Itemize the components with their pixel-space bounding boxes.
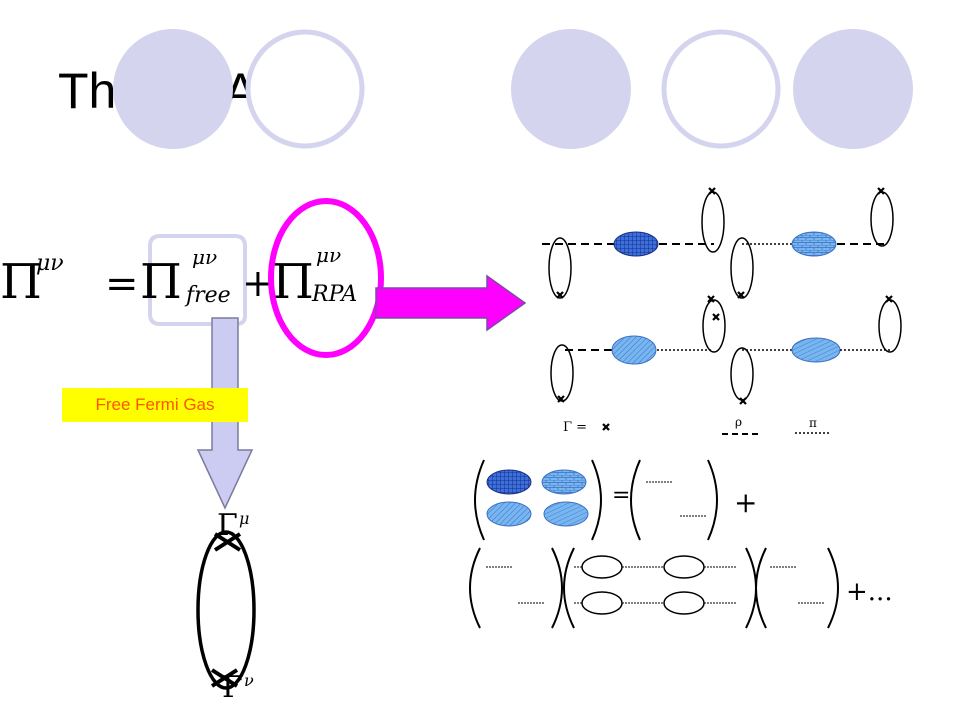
x-marker-icon xyxy=(877,187,885,195)
rhs1-right-paren xyxy=(707,459,718,541)
x-marker-icon xyxy=(556,291,564,299)
rpa-subscript: RPA xyxy=(311,282,357,307)
lhs-superscript: μν xyxy=(36,251,64,276)
rhs4-right-paren xyxy=(827,547,839,629)
free-gas-loop: Γ μ Γ ν xyxy=(196,508,256,705)
bubble-2b xyxy=(702,299,726,353)
blob-rho-pi-1 xyxy=(791,231,837,257)
rhs3-bubble-3 xyxy=(581,591,623,615)
bubble-1c xyxy=(730,237,754,299)
free-term-frame xyxy=(148,234,247,326)
right-arrow xyxy=(375,274,527,332)
x-marker-icon xyxy=(739,397,747,405)
bubble-2d xyxy=(878,299,902,353)
lhs-pi: Π xyxy=(0,254,42,310)
rhs2-left-paren xyxy=(469,547,481,629)
equals-sign: = xyxy=(105,261,139,307)
bubble-1d xyxy=(870,191,894,247)
gamma-mu-superscript: μ xyxy=(239,509,249,528)
rpa-superscript: μν xyxy=(316,243,341,267)
x-marker-icon xyxy=(737,291,745,299)
rhs1-left-paren xyxy=(630,459,641,541)
gamma-nu-superscript: ν xyxy=(244,671,254,690)
rpa-pi: Π xyxy=(272,254,314,310)
matrix-plus-1: + xyxy=(734,486,757,519)
vertex-top-cross-icon xyxy=(213,532,242,552)
rhs3-bubble-1 xyxy=(581,555,623,579)
vertex-markers xyxy=(556,187,893,405)
legend-gamma: Γ = xyxy=(563,420,587,435)
fermion-loop xyxy=(196,530,256,690)
x-marker-icon xyxy=(712,313,720,321)
rhs3-bubble-4 xyxy=(663,591,705,615)
free-fermi-gas-label: Free Fermi Gas xyxy=(62,388,248,422)
gamma-nu: Γ xyxy=(222,670,243,705)
decorative-circles xyxy=(113,29,913,149)
legend-vertex-x-icon xyxy=(602,423,610,431)
rhs3-bubble-2 xyxy=(663,555,705,579)
deco-circle-filled-1 xyxy=(113,29,233,149)
gamma-mu: Γ xyxy=(217,508,238,543)
x-marker-icon xyxy=(707,295,715,303)
deco-circle-outline-1 xyxy=(245,29,365,149)
vertex-bottom-cross-icon xyxy=(210,668,239,688)
rpa-feynman-diagrams xyxy=(542,191,902,402)
matrix-blob-21 xyxy=(486,501,532,527)
deco-circle-filled-3 xyxy=(793,29,913,149)
legend-pi: π xyxy=(809,416,817,430)
rhs3-right-paren xyxy=(745,547,757,629)
legend: Γ = ρ π xyxy=(563,415,830,435)
free-subscript: free xyxy=(184,283,231,308)
rhs2-right-paren xyxy=(551,547,563,629)
blob-pi-pi-2 xyxy=(791,337,841,363)
matrix-plus-dots: +... xyxy=(846,577,893,607)
x-marker-icon xyxy=(885,295,893,303)
blob-rho-rho-1 xyxy=(613,231,659,257)
deco-circle-outline-2 xyxy=(661,29,781,149)
bubble-1a xyxy=(548,237,572,299)
matrix-right-paren xyxy=(591,459,602,541)
bubble-2c xyxy=(730,347,754,401)
rhs4-left-paren xyxy=(755,547,767,629)
matrix-blob-11 xyxy=(486,469,532,495)
rpa-highlight-ellipse xyxy=(268,198,384,358)
legend-rho: ρ xyxy=(735,415,742,429)
matrix-left-paren xyxy=(474,459,485,541)
rhs3-left-paren xyxy=(563,547,575,629)
x-marker-icon xyxy=(557,395,565,403)
matrix-equals: = xyxy=(612,483,630,508)
deco-circle-filled-2 xyxy=(511,29,631,149)
bubble-2a xyxy=(550,344,574,402)
matrix-blob-12 xyxy=(541,469,587,495)
free-superscript: μν xyxy=(192,245,217,269)
matrix-blob-22 xyxy=(543,501,589,527)
matrix-equation: = + +... xyxy=(469,459,893,629)
free-pi: Π xyxy=(140,254,182,310)
blob-pi-rho-2 xyxy=(611,335,657,365)
x-marker-icon xyxy=(708,187,716,195)
pi-equation: Π μν = Π μν free + Π μν RPA xyxy=(0,234,357,326)
